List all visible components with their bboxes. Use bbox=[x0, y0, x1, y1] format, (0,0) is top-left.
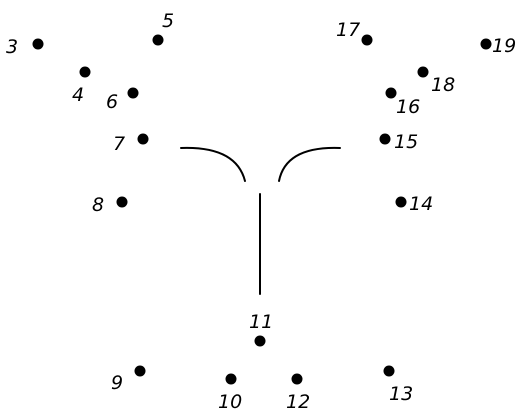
dot-17[interactable] bbox=[361, 34, 373, 46]
dot-number-17: 17 bbox=[336, 19, 360, 41]
dot-number-6: 6 bbox=[106, 91, 118, 113]
dot-numbers: 3 4 5 6 7 8 9 10 11 12 13 14 15 16 17 18… bbox=[6, 10, 516, 413]
dot-number-15: 15 bbox=[394, 131, 418, 153]
dot-number-12: 12 bbox=[286, 391, 310, 413]
guide-lines bbox=[180, 146, 341, 295]
dot-9[interactable] bbox=[134, 365, 146, 377]
dot-3[interactable] bbox=[32, 38, 44, 50]
dot-5[interactable] bbox=[152, 34, 164, 46]
dot-13[interactable] bbox=[383, 365, 395, 377]
dot-number-13: 13 bbox=[389, 383, 413, 405]
dot-number-16: 16 bbox=[396, 96, 420, 118]
dot-number-19: 19 bbox=[492, 35, 516, 57]
dot-number-3: 3 bbox=[6, 36, 18, 58]
dot-19[interactable] bbox=[480, 38, 492, 50]
dot-7[interactable] bbox=[137, 133, 149, 145]
dot-11[interactable] bbox=[254, 335, 266, 347]
dot-number-7: 7 bbox=[113, 133, 125, 155]
dot-6[interactable] bbox=[127, 87, 139, 99]
dot-number-14: 14 bbox=[409, 193, 433, 215]
dot-number-18: 18 bbox=[431, 74, 455, 96]
dot-number-4: 4 bbox=[72, 84, 84, 106]
dot-16[interactable] bbox=[385, 87, 397, 99]
dot-10[interactable] bbox=[225, 373, 237, 385]
right-curve-line bbox=[278, 146, 341, 182]
dot-14[interactable] bbox=[395, 196, 407, 208]
dot-4[interactable] bbox=[79, 66, 91, 78]
dot-12[interactable] bbox=[291, 373, 303, 385]
dot-15[interactable] bbox=[379, 133, 391, 145]
dots bbox=[32, 34, 492, 385]
dot-number-8: 8 bbox=[92, 194, 104, 216]
dot-8[interactable] bbox=[116, 196, 128, 208]
dot-number-9: 9 bbox=[111, 372, 123, 394]
dot-number-5: 5 bbox=[162, 10, 174, 32]
dot-number-11: 11 bbox=[249, 311, 273, 333]
left-curve-line bbox=[180, 146, 246, 182]
dot-number-10: 10 bbox=[218, 391, 242, 413]
dot-18[interactable] bbox=[417, 66, 429, 78]
